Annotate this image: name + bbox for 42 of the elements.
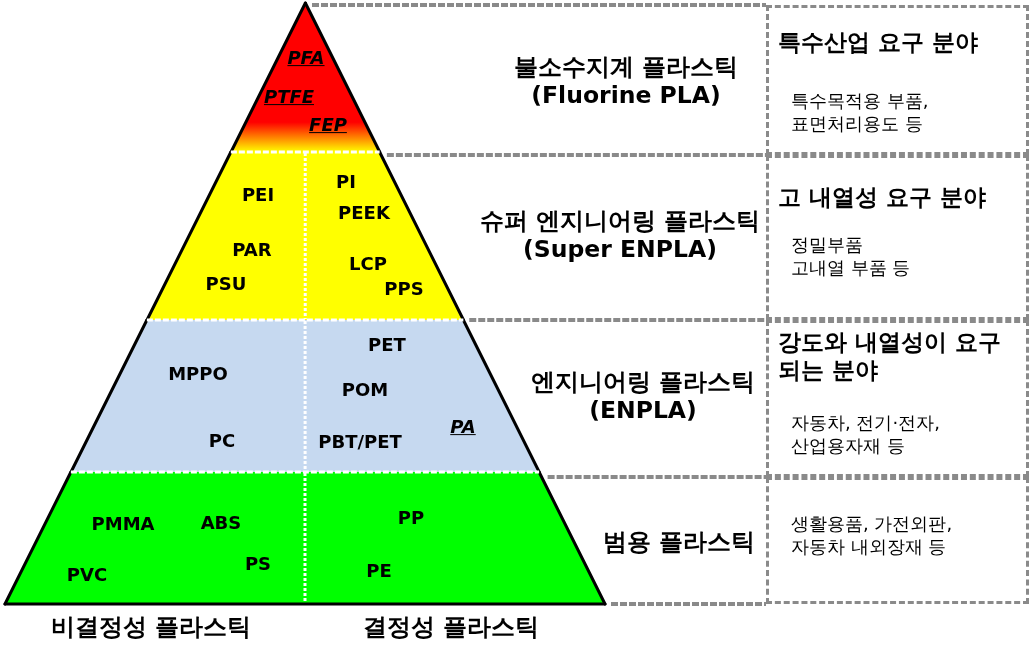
field-description: 자동차, 전기·전자, 산업용자재 등 (791, 411, 940, 458)
axis-label: 결정성 플라스틱 (362, 612, 540, 643)
polymer-label: PPS (384, 279, 424, 299)
table-cell (766, 155, 1029, 320)
polymer-label: PC (208, 431, 236, 451)
polymer-label: PBT/PET (318, 432, 402, 452)
polymer-label: PEEK (338, 203, 390, 223)
polymer-label: PS (244, 554, 272, 574)
table-cell (766, 477, 1029, 604)
tier-label: (Super ENPLA) (523, 237, 717, 263)
field-heading: 특수산업 요구 분야 (778, 29, 978, 57)
polymer-label: MPPO (168, 364, 228, 384)
field-description: 생활용품, 가전외판, 자동차 내외장재 등 (791, 512, 953, 559)
polymer-label: POM (341, 380, 389, 400)
tier-label: (ENPLA) (589, 398, 697, 424)
polymer-label: PP (397, 508, 425, 528)
tier-label: 범용 플라스틱 (602, 530, 756, 556)
tier-label: 불소수지계 플라스틱 (513, 55, 739, 81)
polymer-label: LCP (349, 254, 387, 274)
field-description: 정밀부품 고내열 부품 등 (791, 233, 911, 280)
tier-label: 엔지니어링 플라스틱 (530, 370, 756, 396)
polymer-label: PI (336, 172, 356, 192)
polymer-label: PA (450, 417, 476, 437)
polymer-label: PET (368, 335, 406, 355)
polymer-label: PSU (205, 274, 247, 294)
polymer-label: PTFE (263, 87, 314, 107)
tier-label: 슈퍼 엔지니어링 플라스틱 (479, 209, 761, 235)
polymer-label: PFA (287, 48, 325, 68)
polymer-label: ABS (200, 513, 242, 533)
polymer-label: PEI (241, 185, 275, 205)
field-heading: 강도와 내열성이 요구 되는 분야 (778, 329, 1001, 385)
table-cell (766, 5, 1029, 155)
polymer-label: FEP (309, 115, 347, 135)
table-cell (766, 320, 1029, 477)
polymer-label: PE (366, 561, 392, 581)
field-heading: 고 내열성 요구 분야 (778, 184, 987, 212)
field-description: 특수목적용 부품, 표면처리용도 등 (791, 89, 929, 136)
polymer-label: PVC (66, 565, 108, 585)
polymer-label: PMMA (91, 514, 155, 534)
polymer-label: PAR (232, 240, 272, 260)
tier-label: (Fluorine PLA) (531, 83, 721, 109)
axis-label: 비결정성 플라스틱 (50, 612, 252, 643)
